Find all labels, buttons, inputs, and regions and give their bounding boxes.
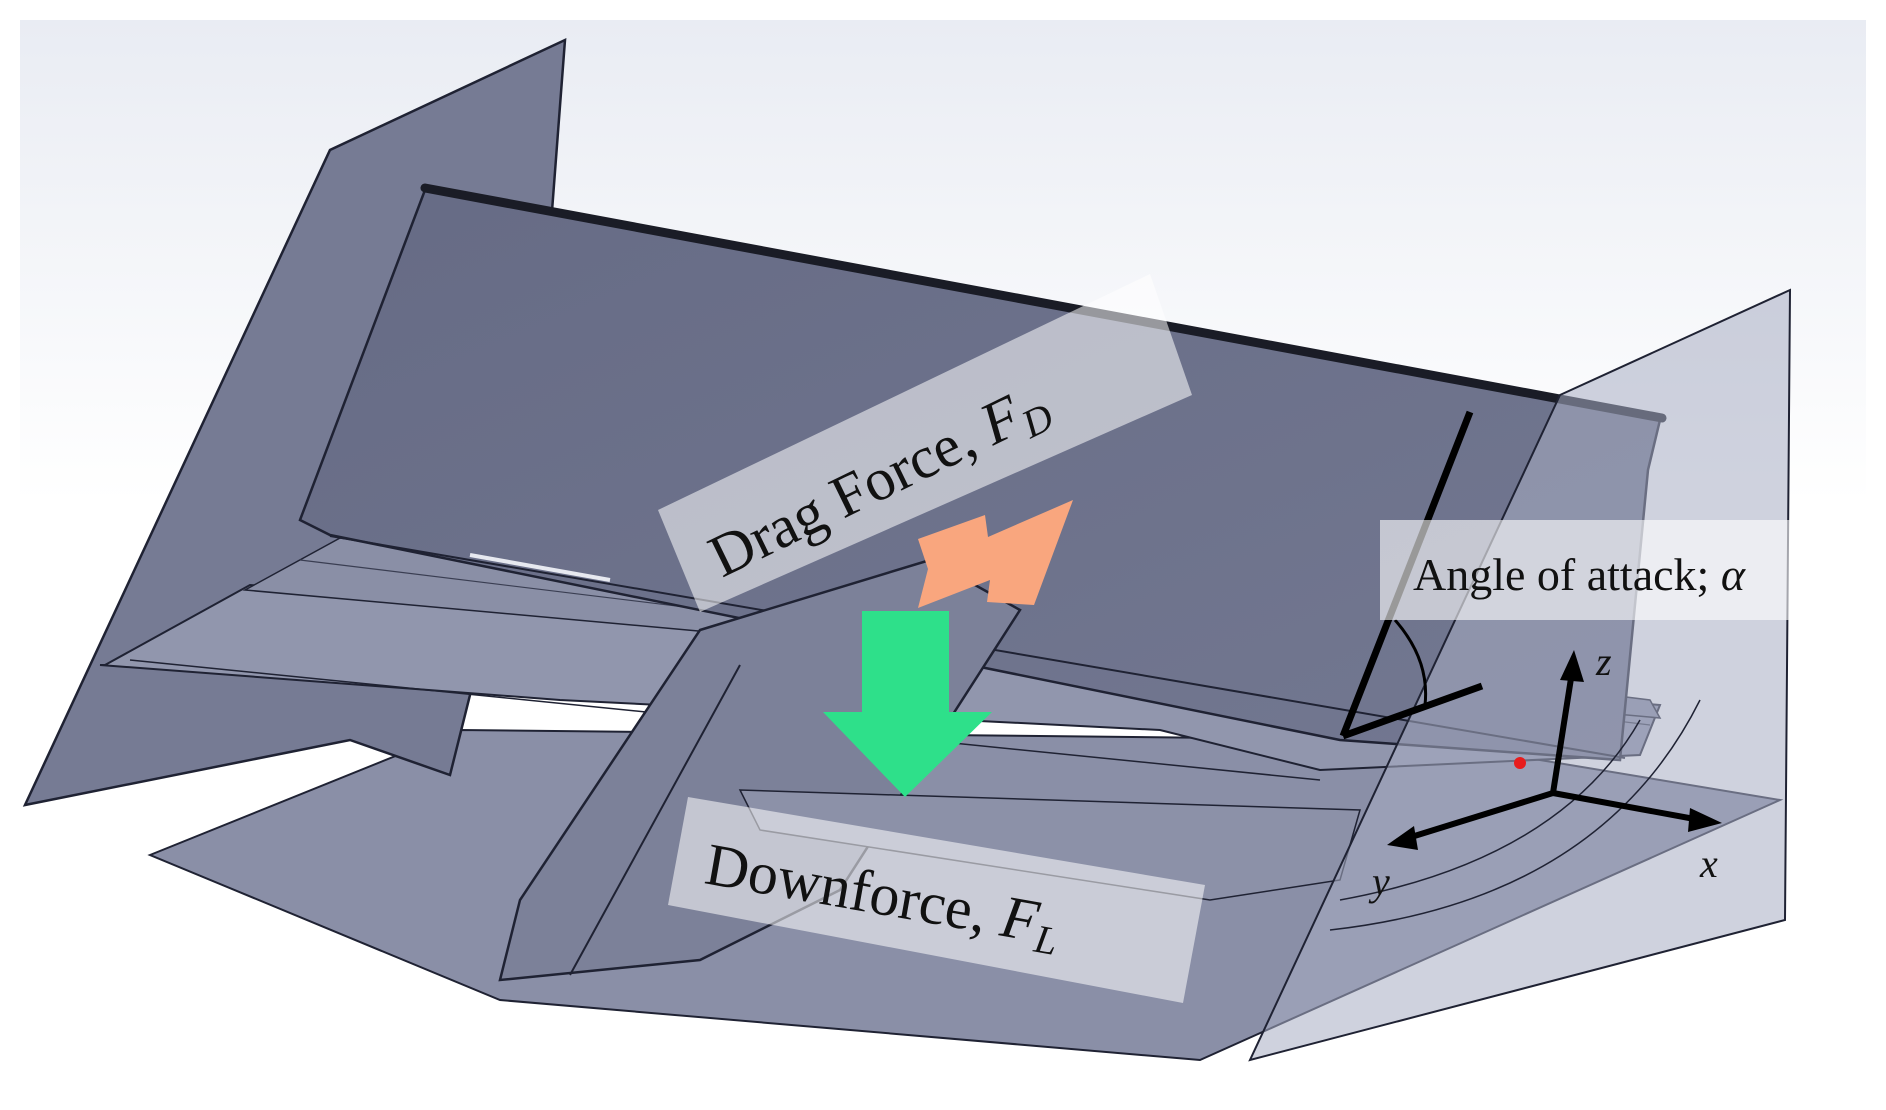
z-axis-arrowhead bbox=[1560, 650, 1584, 682]
alpha-symbol: α bbox=[1721, 549, 1746, 600]
svg-text:Angle of attack; α: Angle of attack; α bbox=[1413, 549, 1746, 600]
leading-edge bbox=[420, 183, 1667, 423]
highlight-stripe bbox=[469, 553, 611, 582]
right-endplate bbox=[1248, 288, 1792, 1062]
reference-point bbox=[1514, 757, 1526, 769]
drag-label-box bbox=[658, 274, 1192, 612]
x-axis-arrowhead bbox=[1688, 808, 1722, 832]
downforce-label-box bbox=[668, 797, 1205, 1003]
angle-label-box bbox=[1380, 520, 1866, 620]
x-axis-label: x bbox=[1699, 841, 1718, 886]
y-axis-label: y bbox=[1368, 859, 1390, 904]
drag-force-arrow bbox=[918, 500, 1073, 608]
downforce-arrow bbox=[823, 611, 992, 797]
y-axis-arrowhead bbox=[1387, 826, 1418, 850]
angle-label-text: Angle of attack; bbox=[1413, 549, 1721, 600]
z-axis-label: z bbox=[1595, 639, 1612, 684]
coordinate-axes: z x y bbox=[1368, 639, 1722, 904]
angle-of-attack-label: Angle of attack; α bbox=[1380, 520, 1866, 620]
